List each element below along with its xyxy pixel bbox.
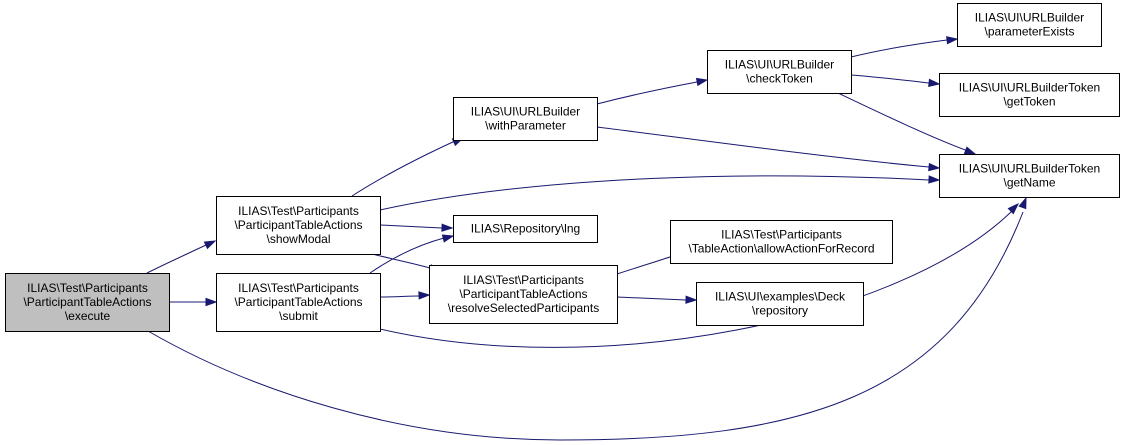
edge-arrowhead: [1018, 196, 1027, 210]
node-label-line: \ParticipantTableActions: [459, 287, 587, 301]
node-box: [216, 273, 381, 332]
edge-withParameter-to-getName: [596, 126, 941, 172]
node-label-line: \withParameter: [485, 119, 566, 133]
node-submit[interactable]: ILIAS\Test\Participants\ParticipantTable…: [216, 273, 381, 332]
edge-execute-to-getName: [147, 196, 1027, 441]
node-label-line: ILIAS\UI\examples\Deck: [715, 290, 846, 304]
edge-checkToken-to-getName: [837, 92, 977, 155]
edge-showModal-to-getName: [379, 175, 941, 211]
edge-execute-to-showModal: [146, 240, 217, 274]
node-label-line: \getToken: [1003, 95, 1055, 109]
edge-arrowhead: [695, 77, 709, 87]
edge-arrowhead: [441, 234, 455, 243]
node-box: [453, 97, 598, 141]
node-deckRepo[interactable]: ILIAS\UI\examples\Deck\repository: [696, 282, 864, 326]
node-getToken[interactable]: ILIAS\UI\URLBuilderToken\getToken: [939, 73, 1120, 117]
edge-resolveSelected-to-deckRepo: [616, 295, 698, 304]
edge-arrowhead: [418, 291, 431, 300]
node-box: [5, 273, 170, 332]
edge-submit-to-lng: [369, 234, 455, 274]
edge-submit-to-getName: [379, 202, 1020, 348]
node-label-line: \repository: [752, 304, 808, 318]
edge-line: [379, 175, 930, 211]
edge-showModal-to-lng: [379, 223, 454, 232]
node-resolveSelected[interactable]: ILIAS\Test\Participants\ParticipantTable…: [429, 265, 618, 324]
node-label-line: ILIAS\Test\Participants: [238, 281, 359, 295]
edge-line: [616, 296, 687, 301]
edge-line: [351, 140, 456, 197]
node-label-line: \submit: [279, 309, 318, 323]
node-label-line: ILIAS\Test\Participants: [238, 204, 359, 218]
edge-line: [379, 210, 1013, 348]
edge-line: [146, 244, 207, 274]
edge-line: [850, 39, 948, 58]
node-label-line: \ParticipantTableActions: [234, 295, 362, 309]
edges-layer: [146, 36, 1027, 441]
node-allowAction[interactable]: ILIAS\Test\Participants\TableAction\allo…: [670, 220, 893, 264]
edge-line: [850, 74, 930, 84]
node-showModal[interactable]: ILIAS\Test\Participants\ParticipantTable…: [216, 196, 381, 255]
edge-line: [147, 211, 1024, 441]
edge-line: [837, 92, 969, 152]
node-getName[interactable]: ILIAS\UI\URLBuilderToken\getName: [939, 154, 1120, 198]
edge-line: [371, 253, 431, 269]
edge-arrowhead: [946, 36, 959, 45]
node-checkToken[interactable]: ILIAS\UI\URLBuilder\checkToken: [707, 50, 852, 94]
node-label-line: ILIAS\Repository\lng: [471, 222, 580, 236]
edge-line: [596, 126, 930, 168]
node-box: [957, 3, 1102, 47]
node-box: [939, 154, 1120, 198]
node-box: [216, 196, 381, 255]
node-label-line: ILIAS\Test\Participants: [721, 228, 842, 242]
node-label-line: \resolveSelectedParticipants: [448, 301, 599, 315]
edge-arrowhead: [685, 295, 698, 304]
edge-checkToken-to-getToken: [850, 74, 941, 88]
edge-line: [369, 237, 445, 274]
node-label-line: ILIAS\Test\Participants: [463, 273, 584, 287]
node-paramExists[interactable]: ILIAS\UI\URLBuilder\parameterExists: [957, 3, 1102, 47]
node-label-line: \getName: [1003, 176, 1055, 190]
node-label-line: \execute: [65, 309, 111, 323]
nodes-layer: ILIAS\Test\Participants\ParticipantTable…: [5, 3, 1120, 332]
edge-arrowhead: [205, 297, 218, 307]
node-label-line: \ParticipantTableActions: [23, 295, 151, 309]
node-box: [453, 215, 598, 243]
node-label-line: ILIAS\UI\URLBuilder: [471, 105, 580, 119]
node-label-line: ILIAS\Test\Participants: [27, 281, 148, 295]
node-label-line: ILIAS\UI\URLBuilderToken: [959, 81, 1100, 95]
node-label-line: \TableAction\allowActionForRecord: [688, 242, 874, 256]
edge-arrowhead: [928, 78, 941, 88]
node-box: [696, 282, 864, 326]
node-label-line: \checkToken: [746, 72, 813, 86]
node-label-line: ILIAS\UI\URLBuilder: [725, 58, 834, 72]
edge-withParameter-to-checkToken: [596, 77, 709, 105]
edge-checkToken-to-paramExists: [850, 36, 959, 58]
node-execute[interactable]: ILIAS\Test\Participants\ParticipantTable…: [5, 273, 170, 332]
node-label-line: \ParticipantTableActions: [234, 218, 362, 232]
edge-arrowhead: [1007, 202, 1020, 215]
edge-execute-to-submit: [169, 297, 218, 307]
edge-arrowhead: [441, 223, 454, 232]
node-lng[interactable]: ILIAS\Repository\lng: [453, 215, 598, 243]
edge-submit-to-resolveSelected: [379, 291, 431, 300]
node-box: [670, 220, 893, 264]
edge-arrowhead: [928, 175, 941, 184]
node-box: [707, 50, 852, 94]
node-label-line: \parameterExists: [984, 25, 1074, 39]
node-label-line: \showModal: [266, 232, 330, 246]
node-box: [429, 265, 618, 324]
edge-arrowhead: [203, 240, 217, 250]
edge-line: [379, 224, 443, 229]
edge-arrowhead: [928, 162, 941, 172]
edge-line: [616, 255, 674, 275]
node-label-line: ILIAS\UI\URLBuilderToken: [959, 162, 1100, 176]
edge-showModal-to-withParameter: [351, 137, 465, 197]
node-withParameter[interactable]: ILIAS\UI\URLBuilder\withParameter: [453, 97, 598, 141]
edge-arrowhead: [963, 146, 977, 155]
node-label-line: ILIAS\UI\URLBuilder: [975, 11, 1084, 25]
node-box: [939, 73, 1120, 117]
edge-line: [596, 81, 698, 105]
edge-line: [379, 295, 420, 298]
